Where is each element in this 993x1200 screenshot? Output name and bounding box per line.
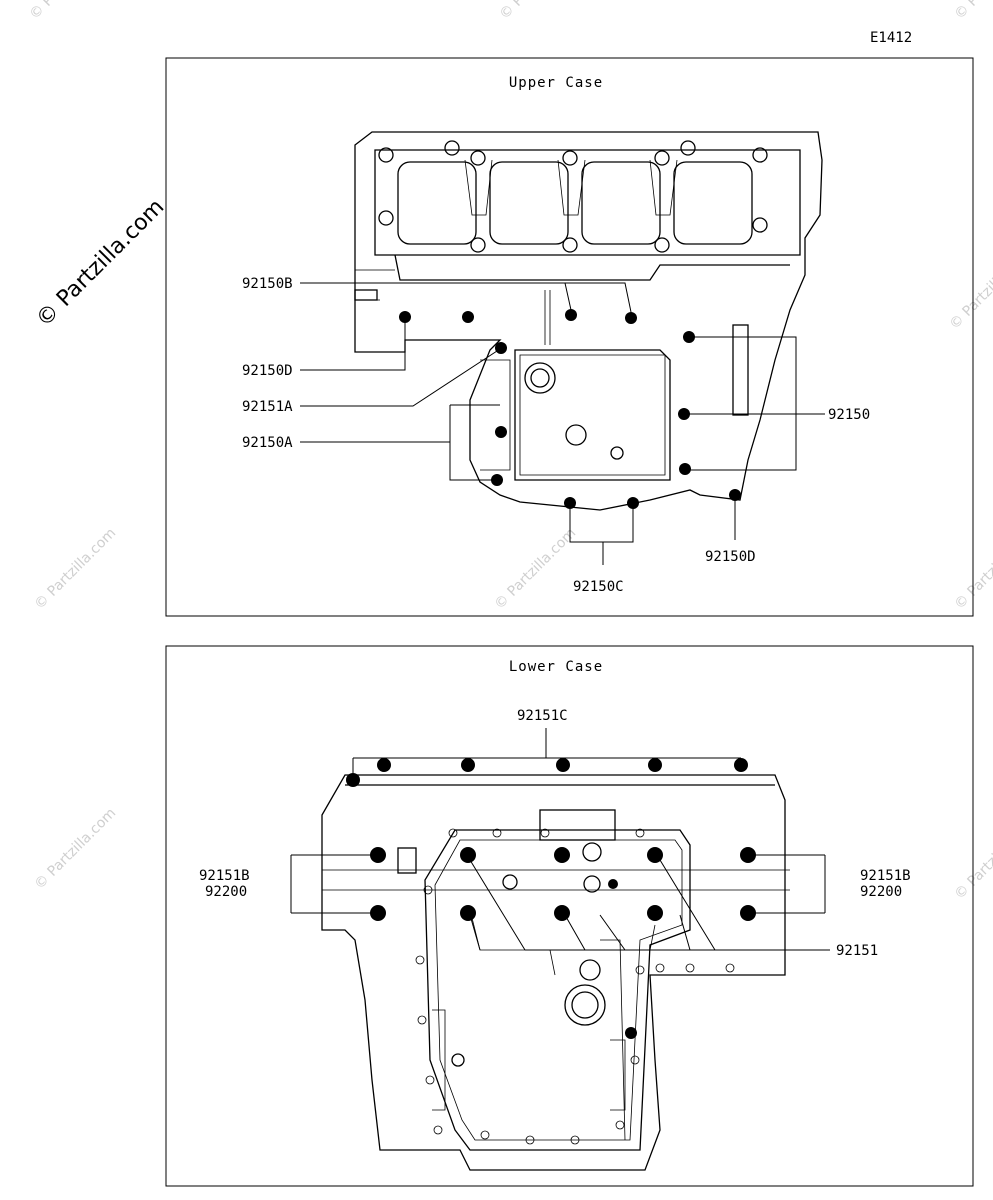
callout-92150D: 92150D bbox=[242, 363, 293, 379]
upper-panel-title: Upper Case bbox=[509, 75, 603, 91]
upper-crankcase-drawing bbox=[354, 131, 823, 511]
lower-case-panel: Lower Case bbox=[165, 645, 974, 1187]
diagram-code: E1412 bbox=[870, 30, 912, 46]
watermark-text: © Partzilla.com bbox=[497, 0, 585, 23]
upper-leader-lines bbox=[300, 282, 825, 565]
watermark-text: © Partzilla.com bbox=[32, 805, 120, 893]
partzilla-watermark: © Partzilla.com bbox=[32, 195, 170, 333]
watermark-text: © Partzilla.com bbox=[947, 245, 993, 333]
callout-92150B: 92150B bbox=[242, 276, 293, 292]
upper-case-bolts bbox=[399, 309, 741, 509]
lower-callout-labels: 92151C 92151B 92200 92151B 92200 92151 bbox=[199, 708, 911, 959]
lower-case-bolts bbox=[346, 758, 756, 1039]
upper-callout-labels: 92150B 92150D 92151A 92150A 92150 92150D… bbox=[242, 276, 870, 595]
upper-case-panel: Upper Case bbox=[165, 57, 974, 617]
callout-92151: 92151 bbox=[836, 943, 878, 959]
callout-92150A: 92150A bbox=[242, 435, 293, 451]
callout-92150D-right: 92150D bbox=[705, 549, 756, 565]
callout-92151A: 92151A bbox=[242, 399, 293, 415]
lower-panel-frame bbox=[165, 645, 974, 1187]
callout-92200-right: 92200 bbox=[860, 884, 902, 900]
watermark-text: © Partzilla.com bbox=[952, 525, 993, 613]
callout-92150C: 92150C bbox=[573, 579, 624, 595]
watermark-text: © Partzilla.com bbox=[492, 525, 580, 613]
callout-92151B-right: 92151B bbox=[860, 868, 911, 884]
callout-92150: 92150 bbox=[828, 407, 870, 423]
watermark-text: © Partzilla.com bbox=[952, 815, 993, 903]
watermark-text: © Partzilla.com bbox=[27, 0, 115, 23]
upper-panel-frame bbox=[165, 57, 974, 617]
watermark-text: © Partzilla.com bbox=[952, 0, 993, 23]
watermark-text: © Partzilla.com bbox=[32, 525, 120, 613]
lower-crankcase-drawing bbox=[321, 774, 790, 1171]
callout-92151C: 92151C bbox=[517, 708, 568, 724]
lower-leader-lines bbox=[290, 728, 830, 951]
callout-92200-left: 92200 bbox=[205, 884, 247, 900]
lower-panel-title: Lower Case bbox=[509, 659, 603, 675]
callout-92151B-left: 92151B bbox=[199, 868, 250, 884]
